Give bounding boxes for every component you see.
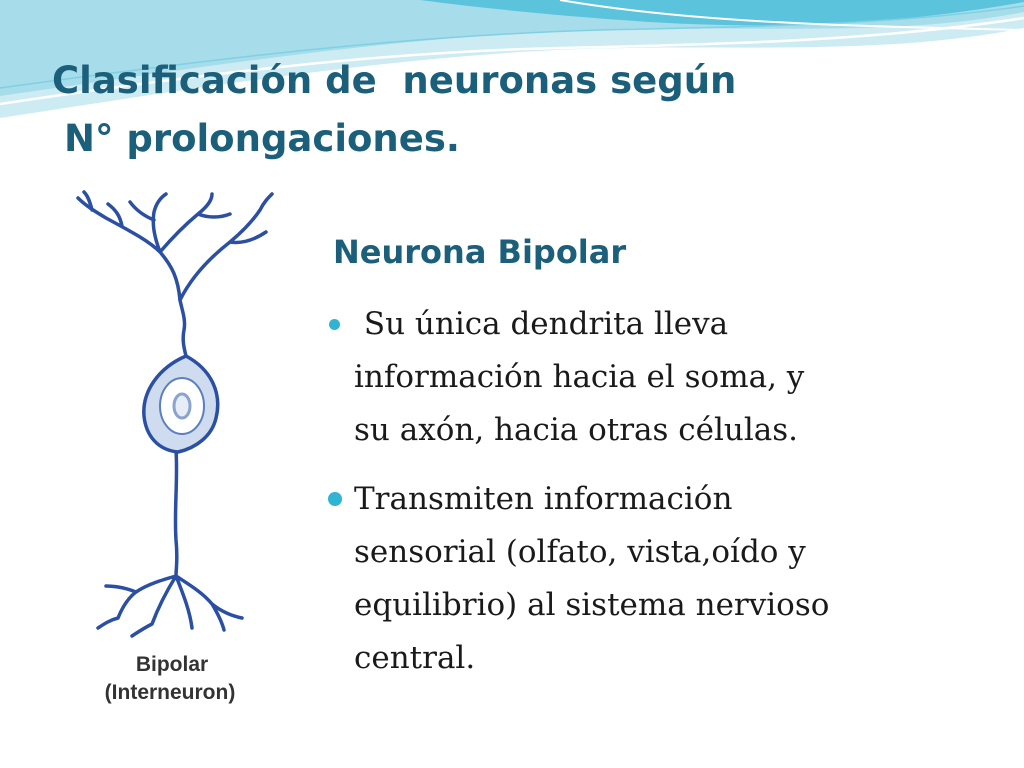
bullet-1-line-2: información hacia el soma, y	[354, 359, 805, 395]
bullet-dot-icon	[328, 492, 342, 506]
wave-line-2	[0, 5, 1024, 89]
bullet-dot-icon	[329, 319, 340, 330]
bullet-2-line-2: sensorial (olfato, vista,oído y	[354, 534, 806, 570]
wave-line-3	[559, 0, 1024, 31]
neuron-illustration	[76, 190, 274, 638]
bullet-item: Su única dendrita lleva información haci…	[322, 298, 982, 457]
bullet-text: Su única dendrita lleva información haci…	[354, 298, 982, 457]
axon	[173, 448, 179, 578]
diagram-caption-line-1: Bipolar	[135, 653, 209, 676]
bullet-2-line-1: Transmiten información	[354, 481, 733, 517]
bipolar-neuron-diagram: Bipolar (Interneuron)	[62, 180, 290, 725]
bullet-2-line-3: equilibrio) al sistema nervioso	[354, 587, 830, 623]
wave-dark-band	[420, 0, 1024, 26]
diagram-caption-line-2: (Interneuron)	[104, 681, 236, 704]
bullet-list: Su única dendrita lleva información haci…	[322, 298, 982, 685]
bullet-2-line-4: central.	[354, 640, 476, 676]
title-line-2: N° prolongaciones.	[64, 117, 460, 160]
dendrite-branches	[76, 190, 274, 302]
nucleolus	[172, 392, 192, 420]
section-heading: Neurona Bipolar	[333, 233, 627, 271]
slide-title: Clasificación de neuronas según N° prolo…	[52, 52, 812, 168]
bullet-1-line-3: su axón, hacia otras células.	[354, 412, 799, 448]
axon-terminals	[96, 574, 244, 638]
bullet-text: Transmiten información sensorial (olfato…	[354, 473, 982, 685]
main-dendrite	[178, 298, 188, 358]
title-line-1: Clasificación de neuronas según	[52, 59, 737, 102]
bullet-1-line-1: Su única dendrita lleva	[354, 306, 729, 342]
bullet-item: Transmiten información sensorial (olfato…	[322, 473, 982, 685]
header-wave-decoration	[0, 0, 1024, 118]
wave-line-1	[0, 16, 1024, 106]
